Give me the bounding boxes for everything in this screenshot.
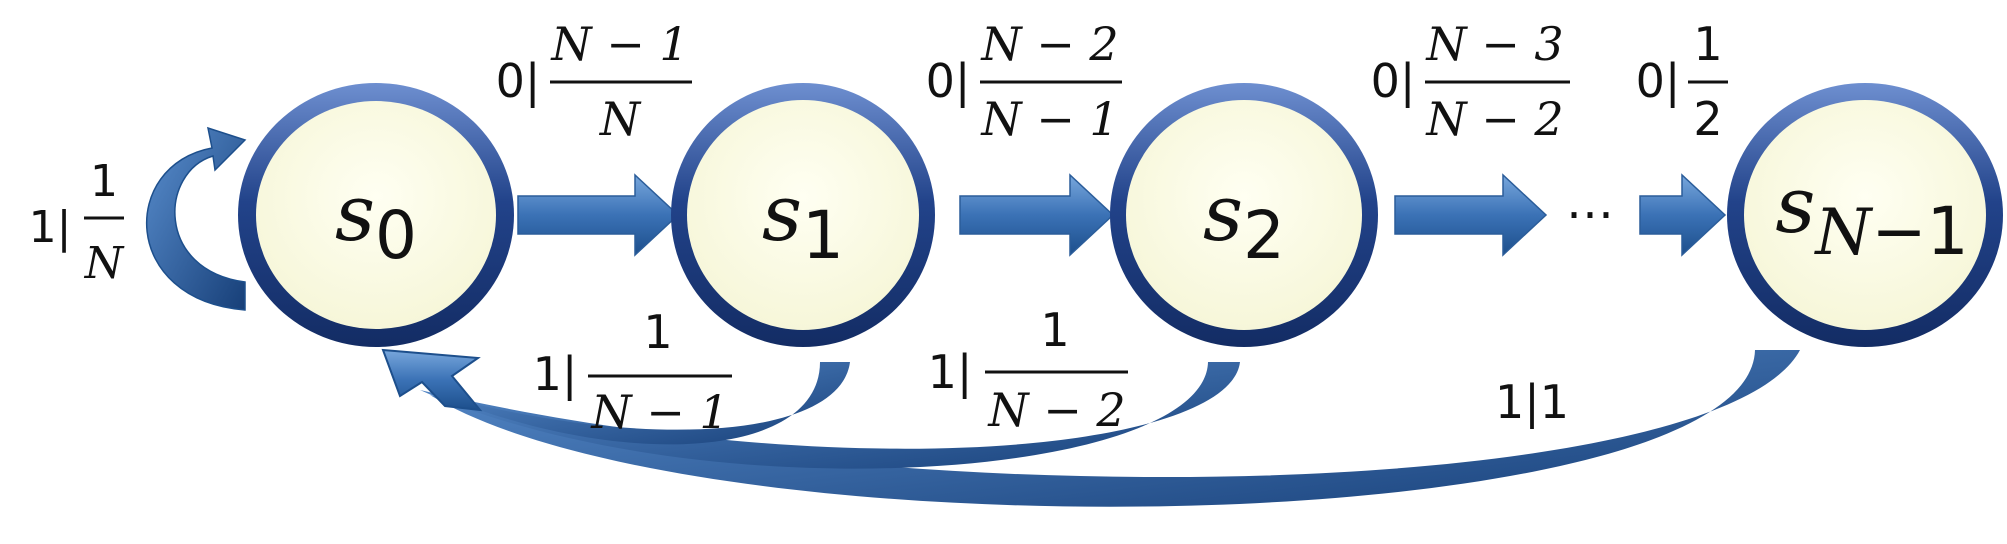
state-label-s2: s2: [1203, 169, 1285, 274]
svg-text:N − 2: N − 2: [987, 383, 1125, 437]
forward-label-dots-sn1: 0| 1 2: [1636, 17, 1728, 146]
arrow-s0-s1: [517, 173, 680, 257]
state-label-sn1: sN−1: [1775, 161, 1968, 270]
self-loop-label: 1| 1 N: [29, 156, 125, 289]
svg-text:1: 1: [90, 156, 118, 207]
ellipsis: ⋯: [1566, 186, 1614, 242]
return-arrowhead-to-s0: [381, 348, 483, 412]
svg-text:0|: 0|: [1371, 54, 1416, 109]
state-s1: s1: [671, 83, 935, 347]
svg-text:1: 1: [643, 305, 672, 359]
forward-label-s2-dots: 0| N − 3 N − 2: [1371, 17, 1570, 146]
return-arcs: [381, 348, 1800, 507]
svg-text:1|: 1|: [928, 345, 973, 400]
return-arc-s1-to-s0: [440, 362, 850, 445]
arrow-s2-dots: [1394, 173, 1548, 257]
svg-text:1: 1: [1693, 17, 1722, 71]
forward-label-s0-s1: 0| N − 1 N: [496, 17, 692, 146]
svg-text:0|: 0|: [926, 54, 971, 109]
forward-label-s1-s2: 0| N − 2 N − 1: [926, 17, 1122, 146]
svg-text:0|: 0|: [1636, 54, 1681, 109]
svg-text:1|: 1|: [533, 347, 578, 402]
svg-text:N: N: [599, 92, 642, 146]
svg-text:N − 2: N − 2: [1425, 92, 1563, 146]
svg-text:N − 1: N − 1: [550, 17, 688, 71]
svg-text:N − 3: N − 3: [1425, 17, 1563, 71]
return-label-s2: 1| 1 N − 2: [928, 303, 1128, 437]
state-label-s0: s0: [335, 169, 417, 274]
svg-text:N: N: [84, 238, 125, 289]
state-sn1: sN−1: [1727, 83, 2003, 347]
forward-arrows: [517, 173, 1727, 257]
self-loop-s0: [145, 126, 247, 311]
return-label-s1: 1| 1 N − 1: [533, 305, 732, 439]
return-arc-sn1-to-s0: [430, 350, 1800, 507]
svg-text:0|: 0|: [496, 54, 541, 109]
svg-text:1: 1: [1040, 303, 1069, 357]
svg-text:N − 1: N − 1: [980, 92, 1118, 146]
arrow-dots-sn1: [1639, 173, 1727, 257]
svg-text:N − 1: N − 1: [590, 385, 728, 439]
arrow-s1-s2: [959, 173, 1115, 257]
state-s2: s2: [1110, 83, 1378, 347]
svg-text:2: 2: [1693, 92, 1722, 146]
state-s0: s0: [238, 83, 514, 347]
svg-text:1|: 1|: [29, 202, 72, 253]
state-label-s1: s1: [762, 169, 844, 274]
svg-text:N − 2: N − 2: [980, 17, 1118, 71]
return-label-sn1: 1|1: [1495, 375, 1569, 430]
